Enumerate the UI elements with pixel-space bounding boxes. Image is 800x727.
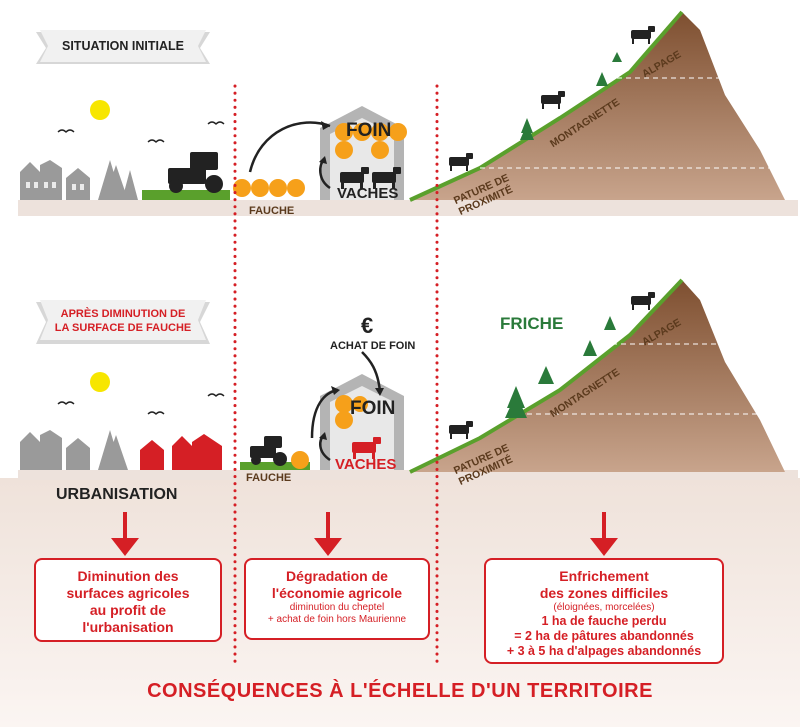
box1-line: Diminution des <box>77 568 179 584</box>
consequence-box-urbanisation: Diminution des surfaces agricoles au pro… <box>34 558 222 642</box>
barn-hay <box>335 395 368 429</box>
bird-icon <box>57 401 75 405</box>
consequence-box-economie: Dégradation de l'économie agricole dimin… <box>244 558 430 640</box>
cow-icon <box>352 437 381 459</box>
tree-icon <box>538 366 554 384</box>
red-houses <box>140 434 222 470</box>
box3-line: + 3 à 5 ha d'alpages abandonnés <box>506 644 702 658</box>
barn-hay <box>335 123 407 159</box>
box2-sub: + achat de foin hors Maurienne <box>267 614 407 625</box>
tree-icon <box>583 340 597 356</box>
box2-title: Dégradation de <box>286 568 388 584</box>
bird-icon <box>147 139 165 143</box>
down-arrow-icon <box>314 512 342 556</box>
tree-icon <box>520 118 534 140</box>
label-foin: FOIN <box>346 120 392 141</box>
tractor-icon <box>250 436 287 466</box>
box3-sub: (éloignées, morcelées) <box>553 602 655 613</box>
banner-apres-diminution: APRÈS DIMINUTION DE LA SURFACE DE FAUCHE <box>48 304 198 338</box>
label-foin: FOIN <box>350 398 396 419</box>
top-scene <box>18 10 798 216</box>
cow-icon <box>631 26 655 44</box>
box1-line: l'urbanisation <box>82 619 174 635</box>
arrow-icon <box>361 351 382 393</box>
label-vaches: VACHES <box>335 456 397 473</box>
tree-icon <box>596 72 608 86</box>
box3-title: des zones difficiles <box>539 585 669 601</box>
label-friche: FRICHE <box>500 314 564 333</box>
cow-icon <box>372 167 401 189</box>
down-arrow-icon <box>590 512 618 556</box>
consequence-box-enfrichement: Enfrichement des zones difficiles (éloig… <box>484 558 724 664</box>
banner-situation-initiale: SITUATION INITIALE <box>62 39 184 53</box>
box2-sub: diminution du cheptel <box>289 602 385 613</box>
label-fauche: FAUCHE <box>249 205 295 217</box>
label-vaches: VACHES <box>337 185 399 202</box>
tree-icon <box>612 52 622 62</box>
cow-icon <box>449 421 473 439</box>
footer-title: CONSÉQUENCES À L'ÉCHELLE D'UN TERRITOIRE <box>147 680 653 702</box>
box3-title: Enfrichement <box>559 568 649 584</box>
label-fauche: FAUCHE <box>246 472 292 484</box>
euro-icon: € <box>361 313 374 338</box>
ground-strip <box>18 470 798 480</box>
grass-patch <box>142 190 230 200</box>
grass-slope <box>409 10 684 202</box>
sun-icon <box>90 100 110 120</box>
ribbon-top <box>36 30 210 64</box>
bird-icon <box>57 129 75 133</box>
down-arrow-icon <box>111 512 139 556</box>
mountain <box>410 12 785 200</box>
village-houses <box>20 160 138 200</box>
banner-line2: LA SURFACE DE FAUCHE <box>54 322 192 334</box>
box2-title: l'économie agricole <box>271 585 403 601</box>
box1-line: surfaces agricoles <box>66 585 190 601</box>
cow-icon <box>631 292 655 310</box>
tree-icon <box>505 386 527 418</box>
bird-icon <box>207 393 225 397</box>
hay-bales <box>233 179 305 197</box>
bird-icon <box>207 121 225 125</box>
box3-line: 1 ha de fauche perdu <box>541 614 667 628</box>
tractor-icon <box>168 152 223 193</box>
grass-patch <box>240 462 310 470</box>
label-urbanisation: URBANISATION <box>56 486 178 503</box>
box3-line: = 2 ha de pâtures abandonnés <box>514 629 694 643</box>
box1-line: au profit de <box>89 602 167 618</box>
cow-icon <box>340 167 369 189</box>
ground-strip <box>18 200 798 216</box>
bird-icon <box>147 411 165 415</box>
tree-icon <box>604 316 616 330</box>
grass-slope <box>409 278 684 474</box>
bottom-scene <box>18 278 798 480</box>
sun-icon <box>90 372 110 392</box>
hay-bales <box>291 451 309 469</box>
label-achat-de-foin: ACHAT DE FOIN <box>330 340 416 352</box>
cow-icon <box>541 91 565 109</box>
banner-line1: APRÈS DIMINUTION DE <box>60 308 186 320</box>
ribbon-bottom <box>36 300 210 344</box>
arrow-icon <box>248 121 331 173</box>
village-houses <box>20 430 128 470</box>
cow-icon <box>449 153 473 171</box>
